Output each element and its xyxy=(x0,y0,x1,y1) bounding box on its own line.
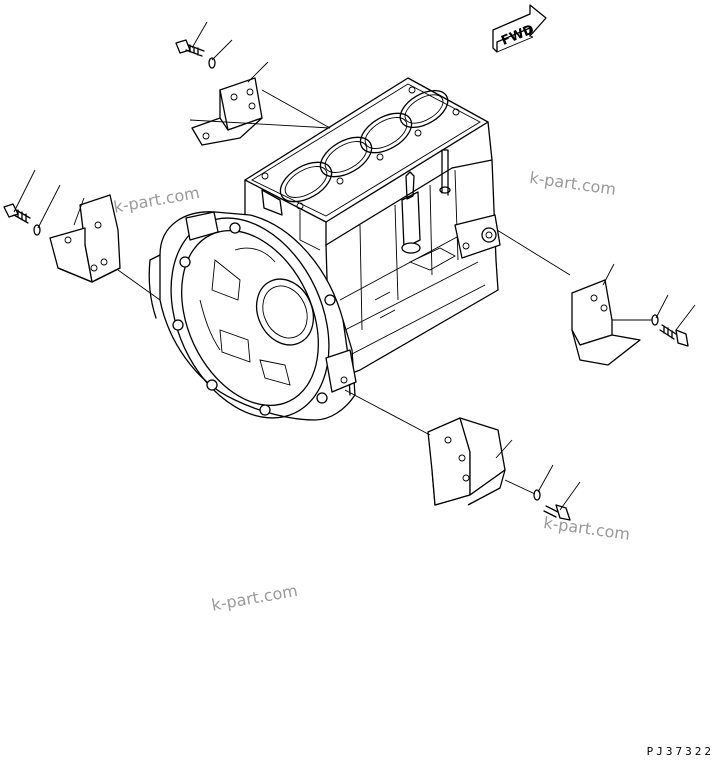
fwd-arrow-icon: FWD xyxy=(492,4,547,53)
cylinder-block xyxy=(244,77,501,381)
washer-lower xyxy=(533,489,541,501)
assembly-lines xyxy=(117,89,652,495)
bolt-top xyxy=(175,39,205,57)
drawing-code: PJ37322 xyxy=(646,745,714,758)
bracket-top-rear xyxy=(191,77,263,146)
flywheel-housing xyxy=(148,211,357,421)
bolt-left xyxy=(3,203,31,224)
bracket-right-front xyxy=(571,279,641,366)
bolt-right xyxy=(659,324,689,347)
callout-leaders xyxy=(13,21,696,511)
bracket-left-rear xyxy=(49,194,121,283)
washer-top xyxy=(208,57,216,69)
bracket-lower-front xyxy=(427,417,506,506)
